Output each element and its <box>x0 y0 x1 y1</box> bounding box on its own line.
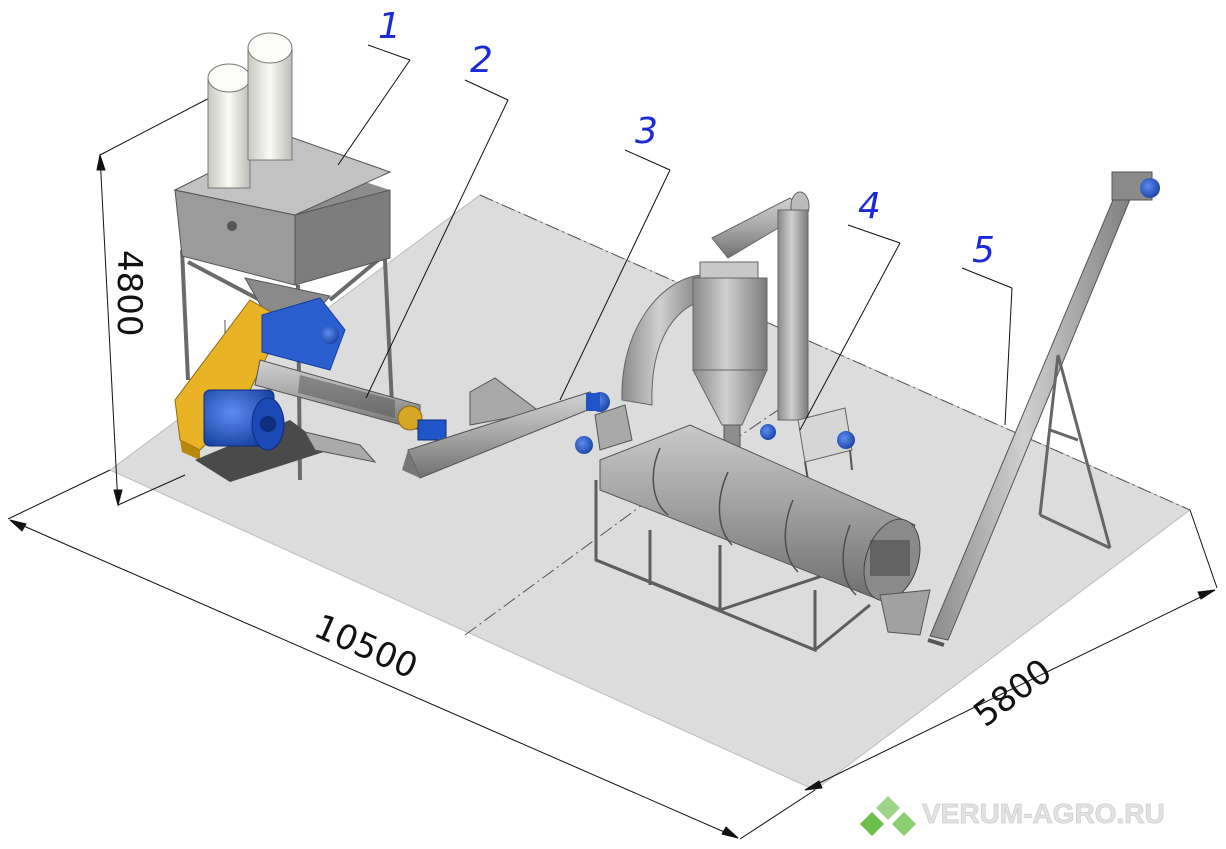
twin-silos <box>207 32 293 189</box>
dimension-lines <box>7 81 1218 840</box>
callout-3: 3 <box>635 111 658 152</box>
cyclone-separator <box>621 191 855 481</box>
callout-5: 5 <box>972 230 995 271</box>
callout-2: 2 <box>470 40 493 81</box>
watermark-text: VERUM-AGRO.RU <box>922 798 1165 829</box>
inclined-elevator <box>927 171 1160 647</box>
callout-leaders <box>337 44 1013 431</box>
callout-4: 4 <box>858 186 881 227</box>
inclined-conveyor <box>402 377 610 479</box>
drum-dryer <box>575 404 931 653</box>
watermark-logo-icon <box>860 796 916 836</box>
callout-1: 1 <box>378 6 401 47</box>
hopper-unit <box>173 134 394 481</box>
extruder-press <box>174 297 447 482</box>
dimension-height-label: 4800 <box>109 250 149 337</box>
